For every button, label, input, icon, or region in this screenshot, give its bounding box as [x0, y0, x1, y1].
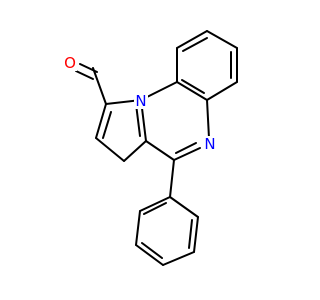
atom-label-nitrogen-imine: N — [203, 135, 217, 153]
atom-label-oxygen: O — [63, 54, 77, 72]
bond-c6-c5a — [206, 81, 238, 101]
bond-c1-c2 — [95, 103, 107, 139]
bond-c-o-double-b — [75, 70, 94, 80]
bond-c1-c2-inner — [102, 111, 112, 139]
svg-text:O: O — [64, 54, 76, 72]
phenyl-ring — [135, 159, 199, 266]
svg-text:N: N — [204, 135, 215, 153]
aldehyde-group — [75, 63, 107, 105]
bond-c9-c8 — [176, 30, 208, 49]
bond-c8-c7 — [206, 30, 238, 49]
bond-ph4-ph5 — [162, 251, 195, 266]
bond-ph3-ph4-inner — [141, 242, 163, 259]
bond-c5a-c9a — [176, 81, 208, 101]
pyrrole-ring — [95, 99, 147, 162]
bond-ph1-ph2-inner — [143, 202, 167, 215]
bond-c4-n5-b — [175, 142, 197, 154]
bond-cho-c1 — [92, 67, 107, 105]
bond-c2-c3 — [95, 137, 125, 162]
bond-ph6-ph1 — [169, 196, 199, 218]
atom-label-nitrogen-bridgehead: N — [134, 92, 148, 110]
bond-c5a-c9a-inner — [181, 79, 205, 94]
bond-ph2-ph3 — [135, 210, 141, 246]
bond-c3a-n-inner — [135, 103, 141, 137]
bond-n5-c5a — [206, 99, 210, 139]
benzo-ring — [176, 30, 238, 101]
bond-ph1-ph2 — [139, 196, 171, 212]
bond-c3-c3a — [123, 140, 147, 162]
bond-c3a-c4 — [145, 140, 175, 161]
bond-c4-phenyl — [169, 159, 175, 198]
bond-c4-n5-a — [173, 147, 201, 161]
svg-text:N: N — [135, 92, 146, 110]
pyrazine-ring — [140, 81, 210, 161]
bond-ph5-ph6-inner — [188, 219, 193, 249]
bond-ph5-ph6 — [193, 216, 199, 253]
bond-c9-c8-inner — [182, 37, 208, 52]
molecule-structure: O N N — [63, 30, 238, 266]
bond-ph3-ph4 — [135, 244, 164, 266]
